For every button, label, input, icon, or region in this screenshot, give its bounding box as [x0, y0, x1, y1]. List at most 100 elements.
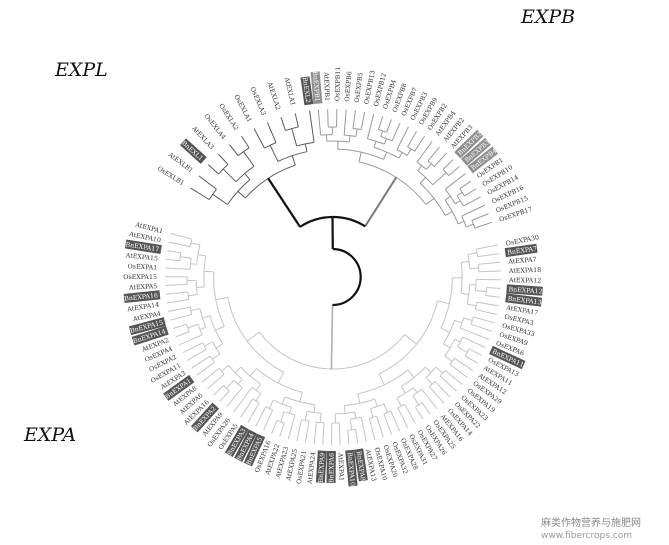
internal-branch — [255, 383, 262, 391]
node-arc — [471, 220, 476, 229]
internal-branch — [309, 110, 315, 143]
internal-branch — [291, 128, 298, 147]
leaf-highlight-box — [326, 450, 336, 484]
internal-branch — [212, 353, 221, 360]
node-arc — [352, 127, 362, 131]
leaf-label: BnEXPA13 — [507, 295, 542, 306]
leaf-branch — [407, 131, 418, 148]
leaf-highlight-box — [234, 429, 257, 462]
internal-branch — [461, 204, 486, 217]
node-arc — [370, 403, 385, 410]
internal-branch — [407, 369, 415, 378]
leaf-branch — [474, 221, 493, 229]
node-arc — [415, 402, 423, 408]
leaf-label: AtEXPA1 — [336, 452, 344, 482]
leaf-label: AtEXPA12 — [508, 277, 541, 285]
internal-branch — [199, 326, 206, 331]
leaf-label-group: AtEXLA1 — [283, 76, 297, 107]
leaf-branch — [175, 331, 190, 338]
leaf-branch — [271, 420, 278, 434]
watermark-url: www.fibercrops.com — [541, 531, 632, 541]
internal-branch — [215, 325, 225, 331]
node-arc — [218, 164, 229, 175]
leaf-branch — [296, 419, 303, 442]
leaf-label: AtEXPA5 — [128, 283, 158, 291]
internal-branch — [463, 196, 481, 207]
node-arc — [202, 342, 207, 350]
leaf-label-group: BnEXPA16 — [123, 290, 161, 303]
internal-branch — [269, 145, 279, 162]
internal-branch — [373, 141, 377, 148]
internal-branch — [378, 373, 385, 386]
leaf-branch — [196, 361, 215, 376]
leaf-branch — [165, 291, 188, 295]
leaf-branch — [218, 153, 229, 165]
internal-branch — [444, 355, 453, 362]
leaf-branch — [170, 233, 193, 240]
leaf-label-group: AtEXPA15 — [124, 252, 158, 262]
leaf-highlight-box — [163, 374, 195, 401]
internal-branch — [343, 109, 347, 136]
internal-branch — [291, 155, 296, 166]
internal-branch — [380, 130, 384, 137]
internal-branch — [466, 223, 474, 228]
node-arc — [444, 199, 459, 225]
internal-branch — [204, 341, 213, 347]
node-arc — [470, 316, 474, 325]
internal-branch — [391, 122, 401, 142]
internal-branch — [226, 387, 243, 408]
leaf-branch — [390, 410, 401, 432]
leaf-highlight-box — [128, 317, 166, 336]
internal-branch — [366, 113, 375, 139]
internal-branch — [233, 386, 253, 413]
leaf-branch — [444, 369, 463, 385]
leaf-label-group: BnEXL2 — [300, 76, 314, 106]
internal-branch — [461, 260, 470, 263]
leaf-branch — [280, 117, 286, 131]
internal-branch — [383, 403, 388, 413]
internal-branch — [421, 388, 438, 410]
leaf-branch — [478, 270, 501, 273]
internal-branch — [165, 267, 191, 270]
leaf-label: AtEXLA2 — [265, 80, 281, 111]
leaf-label: BnEXPA16 — [124, 292, 159, 302]
leaf-branch — [255, 406, 267, 427]
leaf-branch — [449, 363, 468, 378]
leaf-branch — [471, 213, 489, 221]
leaf-branch — [167, 250, 181, 254]
leaf-branch — [219, 390, 230, 402]
leaf-branch — [201, 367, 220, 383]
internal-branch — [268, 399, 274, 409]
leaf-highlight-box — [300, 76, 314, 106]
leaf-branch — [279, 422, 285, 437]
leaf-branch — [168, 241, 191, 248]
leaf-highlight-box — [243, 433, 266, 467]
internal-branch — [443, 343, 451, 349]
leaf-branch — [327, 109, 329, 128]
internal-branch — [304, 143, 308, 152]
internal-branch — [319, 413, 322, 423]
leaf-branch — [428, 386, 445, 404]
internal-branch — [212, 193, 228, 205]
leaf-branch — [434, 381, 451, 398]
internal-branch — [277, 371, 285, 384]
family-label-expa: EXPA — [23, 424, 76, 446]
leaf-label-group: AtEXPA24 — [307, 452, 318, 486]
node-arc — [461, 215, 467, 228]
leaf-branch — [198, 175, 217, 190]
internal-branch — [437, 300, 450, 305]
internal-branch — [246, 331, 260, 342]
node-arc — [412, 388, 423, 397]
leaf-branch — [486, 287, 501, 290]
internal-branch — [226, 379, 235, 389]
leaf-label: OsEXPA1 — [127, 263, 157, 272]
leaf-branch — [165, 258, 180, 262]
node-arc — [197, 324, 203, 335]
internal-branch — [398, 152, 403, 159]
internal-branch — [237, 379, 243, 385]
leaf-label-group: AtEXPA7 — [507, 256, 537, 266]
leaf-highlight-box — [123, 290, 161, 303]
leaf-branch — [427, 146, 440, 162]
leaf-branch — [294, 113, 299, 128]
leaf-highlight-box — [345, 449, 358, 487]
